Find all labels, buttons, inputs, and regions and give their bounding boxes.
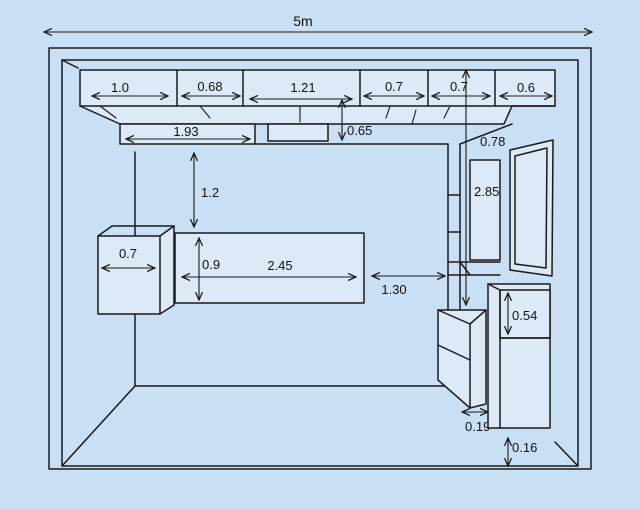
island-counter <box>174 232 365 304</box>
cabinet-5-label: 0.7 <box>450 79 468 94</box>
cabinet-2-label: 0.68 <box>197 79 222 94</box>
cabinet-3-label: 1.21 <box>290 80 315 95</box>
cabinet-4-label: 0.7 <box>385 79 403 94</box>
tall-unit <box>447 159 501 276</box>
cabinet-6-label: 0.6 <box>517 80 535 95</box>
overall-width-label: 5m <box>293 13 312 29</box>
island-to-counter-label: 1.30 <box>381 282 406 297</box>
hood-gap-label: 0.65 <box>347 123 372 138</box>
lower-counter <box>437 309 487 409</box>
counter-depth-label: 0.19 <box>465 419 490 434</box>
plinth-height-label: 0.16 <box>512 440 537 455</box>
upper-cabinets <box>79 69 556 125</box>
island-length-label: 2.45 <box>267 258 292 273</box>
right-wall-height-label: 0.78 <box>480 134 505 149</box>
shelf-width-label: 1.93 <box>173 124 198 139</box>
side-cabinet-label: 0.7 <box>119 246 137 261</box>
fridge <box>487 283 551 429</box>
shelf-to-island-label: 1.2 <box>201 185 219 200</box>
tall-unit-label: 2.85 <box>474 184 499 199</box>
window <box>509 139 554 277</box>
side-cabinet <box>97 225 175 315</box>
fridge-upper-label: 0.54 <box>512 308 537 323</box>
island-depth-label: 0.9 <box>202 257 220 272</box>
cabinet-1-label: 1.0 <box>111 80 129 95</box>
